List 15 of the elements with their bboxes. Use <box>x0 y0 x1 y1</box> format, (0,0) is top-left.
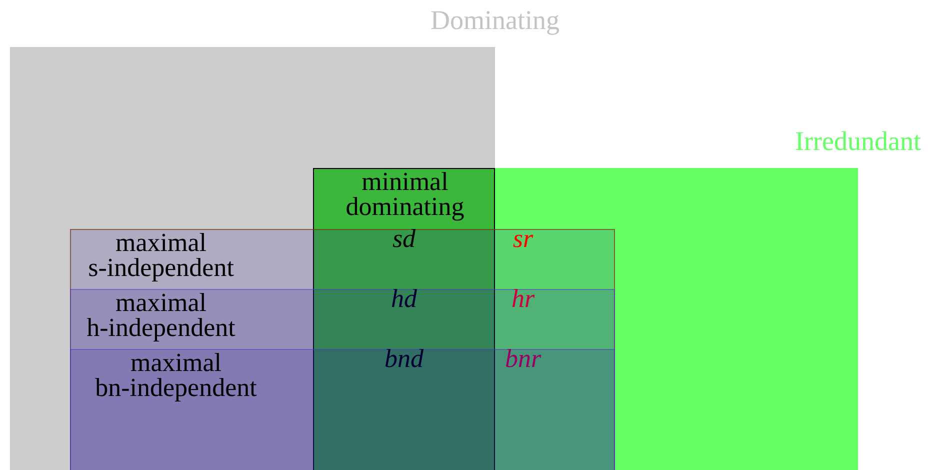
set-label: Dominating <box>430 7 560 34</box>
s-independent-band <box>70 229 615 470</box>
set-label: maximal bn-independent <box>94 350 258 400</box>
set-label: maximal s-independent <box>87 230 235 280</box>
region-symbol: bnr <box>504 346 542 372</box>
region-symbol: bnd <box>384 346 424 372</box>
set-label: maximal h-independent <box>86 290 236 340</box>
region-symbol: sd <box>392 226 416 252</box>
set-label: minimal dominating <box>344 169 466 219</box>
region-symbol: hr <box>511 286 535 312</box>
region-symbol: sr <box>512 226 534 252</box>
set-label: Irredundant <box>795 128 921 155</box>
h-independent-band <box>70 289 615 470</box>
bn-independent-band <box>70 349 615 470</box>
region-symbol: hd <box>391 286 417 312</box>
